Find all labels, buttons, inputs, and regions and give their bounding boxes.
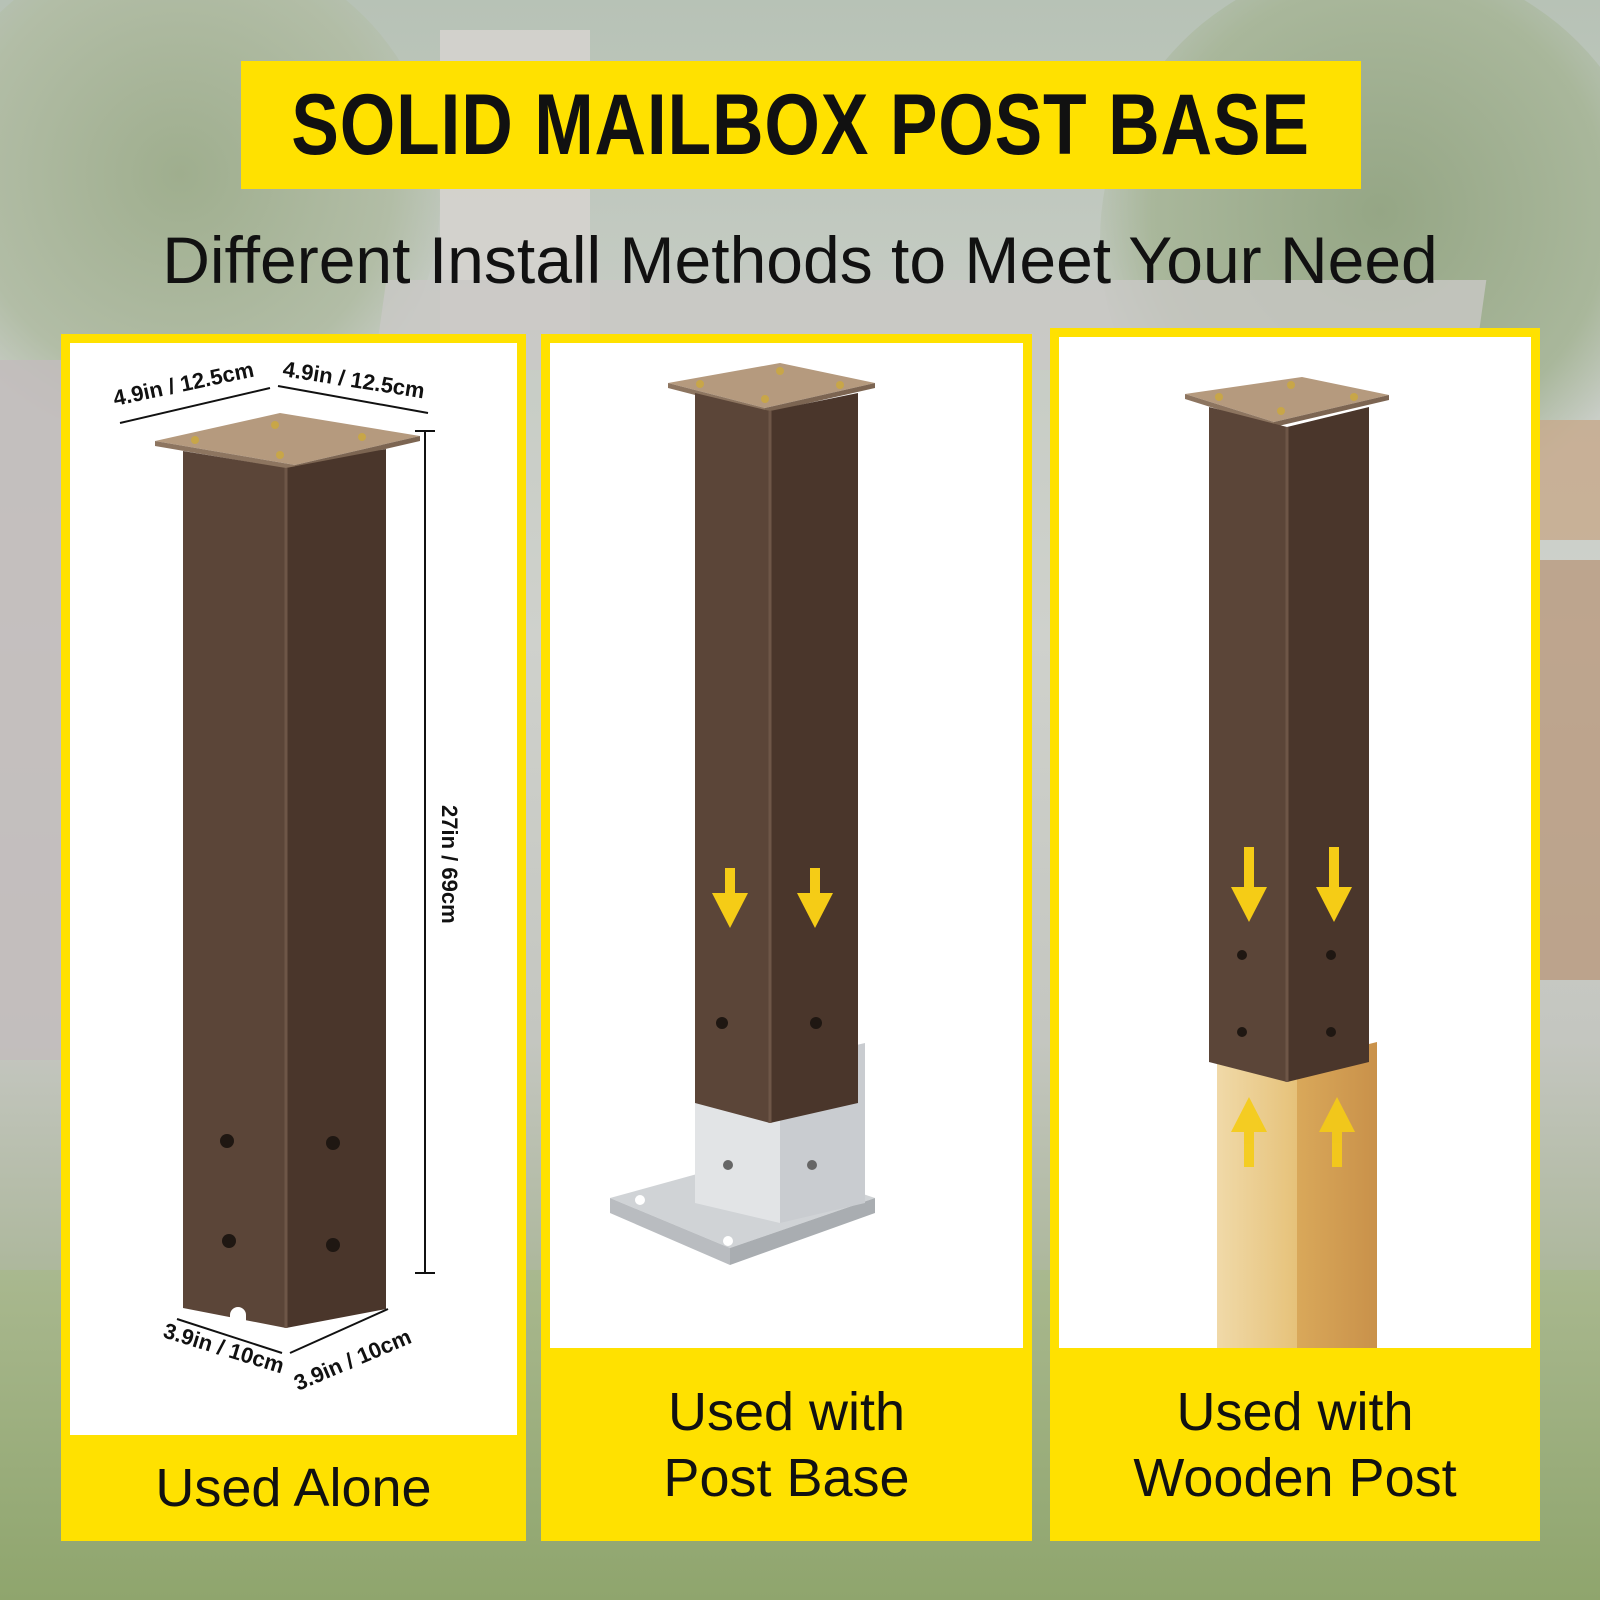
screw-icon xyxy=(358,433,366,441)
screw-icon xyxy=(1350,393,1358,401)
bolt-hole-icon xyxy=(807,1160,817,1170)
bolt-hole-icon xyxy=(635,1195,645,1205)
screw-icon xyxy=(276,451,284,459)
bolt-hole-icon xyxy=(723,1160,733,1170)
background-door xyxy=(1530,560,1600,980)
arrow-up-icon xyxy=(1231,1097,1267,1167)
bolt-hole-icon xyxy=(716,1017,728,1029)
arrow-down-icon xyxy=(797,868,833,928)
screw-icon xyxy=(271,421,279,429)
bolt-hole-icon xyxy=(810,1017,822,1029)
bolt-hole-icon xyxy=(222,1234,236,1248)
screw-icon xyxy=(1277,407,1285,415)
bolt-hole-icon xyxy=(1326,1027,1336,1037)
caption-line-1: Used with xyxy=(667,1381,906,1442)
screw-icon xyxy=(696,380,704,388)
post-with-wood-illustration xyxy=(1185,377,1389,1348)
caption-line-2: Wooden Post xyxy=(1133,1447,1457,1508)
page-title: SOLID MAILBOX POST BASE xyxy=(291,76,1311,173)
screw-icon xyxy=(1287,381,1295,389)
caption-used-alone: Used Alone xyxy=(61,1435,526,1541)
wooden-post-side xyxy=(1297,1042,1377,1348)
bolt-hole-icon xyxy=(1326,950,1336,960)
caption-line-1: Used with xyxy=(1176,1381,1414,1442)
screw-icon xyxy=(1215,393,1223,401)
bolt-hole-icon xyxy=(326,1136,340,1150)
arrow-up-icon xyxy=(1319,1097,1355,1167)
arrow-down-icon xyxy=(712,868,748,928)
bolt-hole-icon xyxy=(220,1134,234,1148)
screw-icon xyxy=(761,395,769,403)
screw-icon xyxy=(191,436,199,444)
post-side-face xyxy=(1287,407,1369,1082)
panel-used-alone: 4.9in / 12.5cm 4.9in / 12.5cm 27in / 69c… xyxy=(61,334,526,1541)
post-front-face xyxy=(695,393,770,1123)
post-with-base-illustration xyxy=(610,363,875,1265)
post-alone-illustration: 4.9in / 12.5cm 4.9in / 12.5cm 27in / 69c… xyxy=(111,356,462,1396)
panel-used-with-post-base: Used with Post Base xyxy=(541,334,1032,1541)
arrow-down-icon xyxy=(1316,847,1352,922)
caption-line: Used Alone xyxy=(155,1458,432,1518)
top-mounting-plate xyxy=(155,413,420,465)
page-subtitle: Different Install Methods to Meet Your N… xyxy=(162,223,1438,297)
dim-bottom-width: 3.9in / 10cm xyxy=(161,1318,288,1378)
top-mounting-plate xyxy=(1185,377,1389,422)
product-image-frame: 4.9in / 12.5cm 4.9in / 12.5cm 27in / 69c… xyxy=(70,343,517,1435)
wooden-post-front xyxy=(1217,1042,1297,1348)
post-front-face xyxy=(183,451,286,1328)
bolt-hole-icon xyxy=(326,1238,340,1252)
screw-icon xyxy=(776,367,784,375)
panel-used-with-wooden-post: Used with Wooden Post xyxy=(1050,328,1540,1541)
top-mounting-plate xyxy=(668,363,875,408)
product-image-frame xyxy=(550,343,1023,1348)
dim-height: 27in / 69cm xyxy=(437,805,462,924)
caption-used-with-post-base: Used with Post Base xyxy=(541,1348,1032,1541)
arrow-down-icon xyxy=(1231,847,1267,922)
caption-used-with-wooden-post: Used with Wooden Post xyxy=(1050,1348,1540,1541)
post-front-face xyxy=(1209,407,1287,1082)
caption-line-2: Post Base xyxy=(663,1447,910,1508)
bolt-hole-icon xyxy=(1237,950,1247,960)
post-side-face xyxy=(286,449,386,1328)
dim-bottom-depth: 3.9in / 10cm xyxy=(290,1324,415,1396)
post-side-face xyxy=(770,393,858,1123)
dim-top-depth: 4.9in / 12.5cm xyxy=(281,356,426,403)
bolt-hole-icon xyxy=(723,1236,733,1246)
title-banner: SOLID MAILBOX POST BASE xyxy=(241,61,1361,189)
dim-top-width: 4.9in / 12.5cm xyxy=(111,357,256,411)
background-house-wall xyxy=(0,360,70,1060)
product-image-frame xyxy=(1059,337,1531,1348)
screw-icon xyxy=(836,381,844,389)
bolt-hole-icon xyxy=(1237,1027,1247,1037)
